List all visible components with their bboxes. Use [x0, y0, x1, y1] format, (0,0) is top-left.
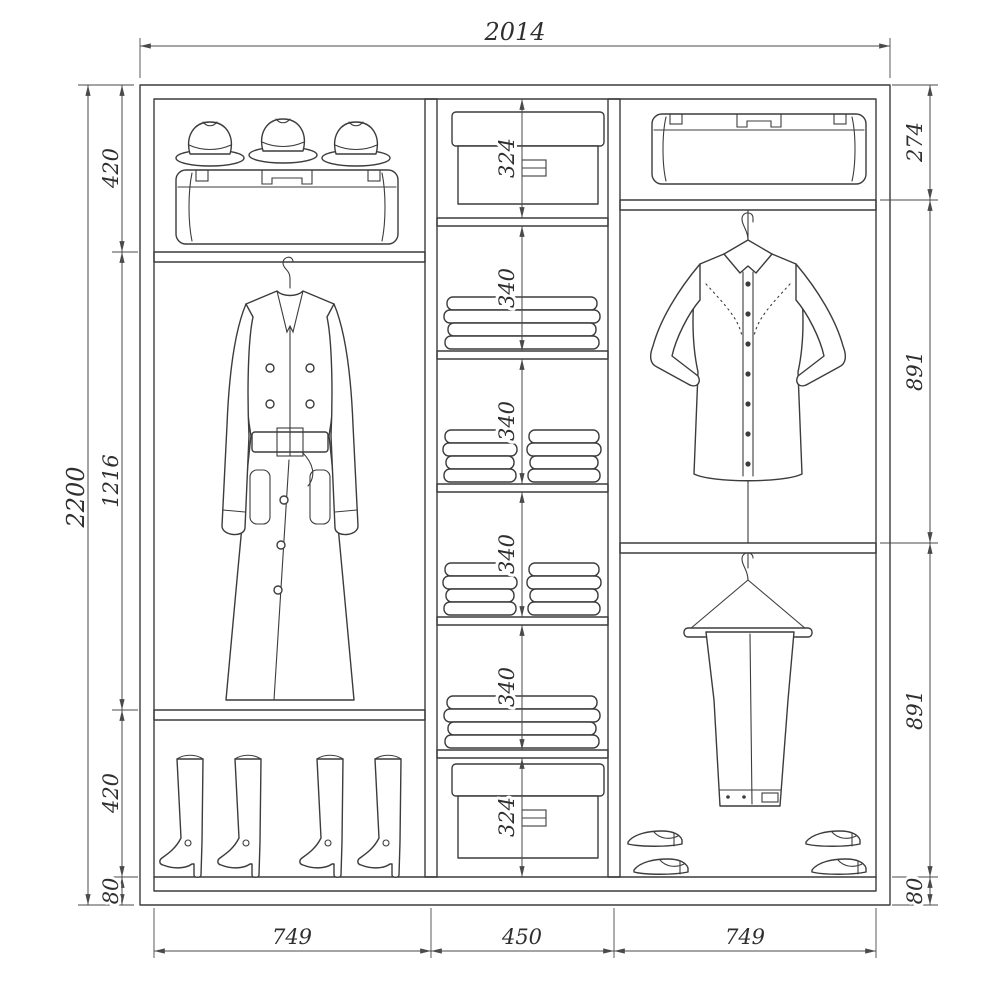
hanger-hook-icon: [741, 552, 754, 581]
hanger-hook-icon: [282, 256, 294, 289]
shelf-mid-2: [436, 350, 609, 360]
dim-label-left-0: 420: [99, 148, 123, 189]
hanger-hook-icon: [741, 212, 754, 241]
shelf-mid-3: [436, 483, 609, 493]
dim-label-mid-5: 324: [495, 797, 519, 837]
dim-label-right-0: 274: [903, 122, 927, 163]
dim-chain-middle: 324 340 340 340 340 324: [492, 99, 525, 877]
suitcase-right-illustration: [651, 113, 867, 185]
dim-label-left-1: 1216: [99, 454, 123, 507]
dim-label-right-2: 891: [903, 690, 927, 730]
shelf-right-top: [619, 199, 877, 211]
dim-label-right-1: 891: [903, 351, 927, 391]
dim-label-mid-2: 340: [495, 401, 519, 441]
dim-label-mid-1: 340: [495, 268, 519, 308]
dim-overall-width: 2014: [139, 15, 891, 78]
dim-label-bottom-0: 749: [272, 925, 312, 949]
boots-illustration: [159, 754, 402, 878]
storage-box-bottom-illustration: [451, 763, 605, 859]
dim-overall-height: 2200: [59, 84, 134, 906]
shelf-mid-5: [436, 749, 609, 759]
hats-illustration: [175, 118, 391, 167]
dim-label-right-3: 80: [903, 878, 927, 905]
dim-label-mid-4: 340: [495, 667, 519, 707]
shoes-illustration: [627, 830, 867, 875]
dim-label-mid-0: 324: [495, 138, 519, 178]
shirt-illustration: [649, 209, 847, 544]
divider-right: [607, 98, 621, 878]
dim-label-left-2: 420: [99, 773, 123, 814]
shelf-left-bottom: [153, 709, 426, 721]
divider-left: [424, 98, 438, 878]
shelf-mid-4: [436, 616, 609, 626]
storage-box-top-illustration: [451, 111, 605, 205]
trousers-on-hanger-illustration: [683, 552, 813, 807]
dim-label-bottom-2: 749: [725, 925, 765, 949]
dim-label-mid-3: 340: [495, 534, 519, 574]
shelf-right-middle: [619, 542, 877, 554]
dim-label-left-3: 80: [99, 878, 123, 905]
trench-coat-illustration: [221, 256, 359, 701]
dim-label-overall-width: 2014: [483, 18, 545, 46]
dim-label-overall-height: 2200: [62, 466, 90, 528]
dim-label-bottom-1: 450: [501, 925, 542, 949]
dim-chain-right: 274 891 891 80: [880, 84, 938, 907]
suitcase-left-illustration: [175, 169, 399, 245]
shelf-mid-1: [436, 217, 609, 227]
shelf-left-top: [153, 251, 426, 263]
dim-chain-left: 420 1216 420 80: [96, 85, 138, 907]
dim-chain-bottom: 749 450 749: [153, 908, 877, 958]
